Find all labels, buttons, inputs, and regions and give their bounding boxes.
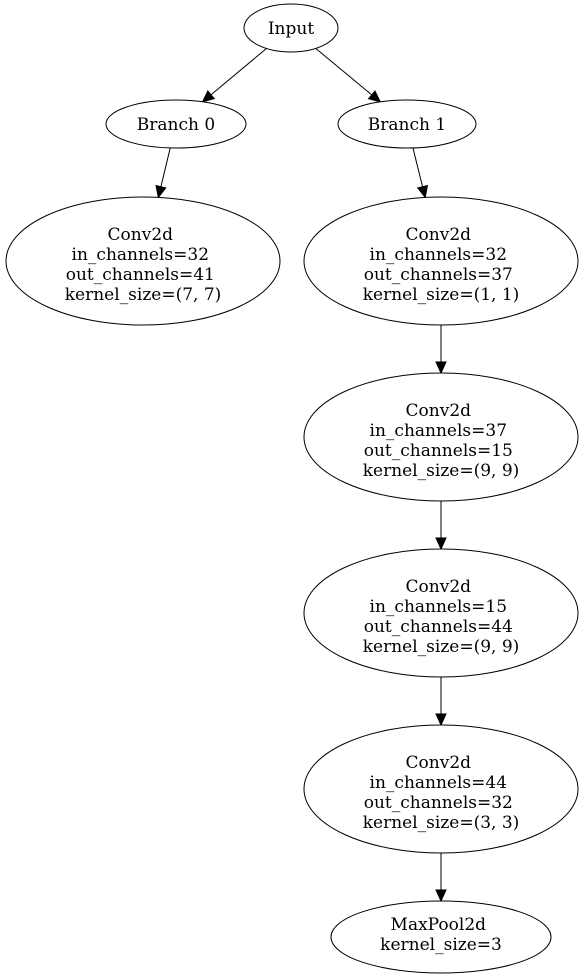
node-branch1-maxpool2d: MaxPool2d kernel_size=3 bbox=[330, 900, 552, 974]
edge-line bbox=[412, 147, 424, 187]
nodes: Input Branch 0 Branch 1 Conv2d in_channe… bbox=[5, 3, 579, 974]
svg-text:Input: Input bbox=[268, 19, 314, 39]
node-param-kernel-size: kernel_size=(7, 7) bbox=[65, 285, 222, 305]
edge-arrowhead bbox=[155, 184, 167, 199]
node-param-in-channels: in_channels=15 bbox=[370, 597, 508, 617]
node-type-label: Conv2d bbox=[406, 225, 472, 245]
svg-text:Conv2d in_channels=44: Conv2d in_channels=44 out_channels=32 ke… bbox=[363, 753, 520, 833]
node-branch1-conv2d-2: Conv2d in_channels=37 out_channels=15 ke… bbox=[303, 372, 579, 502]
node-param-kernel-size: kernel_size=(9, 9) bbox=[363, 637, 520, 657]
edge-branch0-to-b0_conv1 bbox=[155, 147, 171, 199]
svg-text:Branch 1: Branch 1 bbox=[368, 115, 446, 135]
edge-b1_conv3-to-b1_conv4 bbox=[435, 677, 447, 727]
svg-text:MaxPool2d kernel_size=: MaxPool2d kernel_size=3 bbox=[380, 915, 502, 955]
node-param-out-channels: out_channels=44 bbox=[364, 617, 513, 637]
edge-arrowhead bbox=[416, 184, 429, 199]
node-param-kernel-size: kernel_size=(1, 1) bbox=[363, 285, 520, 305]
edge-b1_conv1-to-b1_conv2 bbox=[435, 325, 447, 375]
edge-line bbox=[210, 48, 267, 96]
node-branch-1: Branch 1 bbox=[337, 99, 477, 149]
edge-arrowhead bbox=[435, 889, 447, 903]
edge-b1_conv2-to-b1_conv3 bbox=[435, 501, 447, 551]
edge-arrowhead bbox=[435, 537, 447, 551]
edge-line bbox=[315, 48, 373, 96]
edge-arrowhead bbox=[201, 89, 216, 103]
edge-branch1-to-b1_conv1 bbox=[412, 147, 429, 199]
edge-input-to-branch1 bbox=[315, 48, 382, 103]
node-param-out-channels: out_channels=37 bbox=[364, 265, 513, 285]
node-branch1-conv2d-3: Conv2d in_channels=15 out_channels=44 ke… bbox=[303, 548, 579, 678]
edge-arrowhead bbox=[367, 90, 382, 103]
edge-arrowhead bbox=[435, 361, 447, 375]
node-param-kernel-size: kernel_size=(3, 3) bbox=[363, 813, 520, 833]
node-param-kernel-size: kernel_size=3 bbox=[380, 935, 502, 955]
svg-text:Branch 0: Branch 0 bbox=[137, 115, 215, 135]
svg-text:Conv2d in_channels=32: Conv2d in_channels=32 out_channels=37 ke… bbox=[363, 225, 520, 305]
node-param-out-channels: out_channels=15 bbox=[364, 441, 513, 461]
edge-input-to-branch0 bbox=[201, 48, 267, 103]
node-branch-1-label: Branch 1 bbox=[368, 115, 446, 135]
node-input-label: Input bbox=[268, 19, 314, 39]
svg-text:Conv2d in_channels=15: Conv2d in_channels=15 out_channels=44 ke… bbox=[363, 577, 520, 657]
node-param-in-channels: in_channels=32 bbox=[72, 245, 210, 265]
node-type-label: Conv2d bbox=[108, 225, 174, 245]
node-param-in-channels: in_channels=32 bbox=[370, 245, 508, 265]
node-type-label: Conv2d bbox=[406, 753, 472, 773]
node-input: Input bbox=[243, 3, 339, 53]
node-branch-0-label: Branch 0 bbox=[137, 115, 215, 135]
node-type-label: Conv2d bbox=[406, 401, 472, 421]
node-branch0-conv2d-1: Conv2d in_channels=32 out_channels=41 ke… bbox=[5, 196, 281, 326]
edge-arrowhead bbox=[435, 713, 447, 727]
svg-text:Conv2d in_channels=32: Conv2d in_channels=32 out_channels=41 ke… bbox=[65, 225, 222, 305]
node-branch1-conv2d-1: Conv2d in_channels=32 out_channels=37 ke… bbox=[303, 196, 579, 326]
node-param-out-channels: out_channels=41 bbox=[66, 265, 215, 285]
edges bbox=[155, 48, 447, 903]
node-param-kernel-size: kernel_size=(9, 9) bbox=[363, 461, 520, 481]
edge-line bbox=[160, 147, 171, 187]
edge-b1_conv4-to-b1_pool bbox=[435, 853, 447, 903]
node-branch-0: Branch 0 bbox=[105, 99, 247, 149]
node-param-out-channels: out_channels=32 bbox=[364, 793, 513, 813]
node-branch1-conv2d-4: Conv2d in_channels=44 out_channels=32 ke… bbox=[303, 724, 579, 854]
node-param-in-channels: in_channels=44 bbox=[370, 773, 508, 793]
node-type-label: MaxPool2d bbox=[391, 915, 487, 935]
node-param-in-channels: in_channels=37 bbox=[370, 421, 508, 441]
svg-text:Conv2d in_channels=37: Conv2d in_channels=37 out_channels=15 ke… bbox=[363, 401, 520, 481]
node-type-label: Conv2d bbox=[406, 577, 472, 597]
